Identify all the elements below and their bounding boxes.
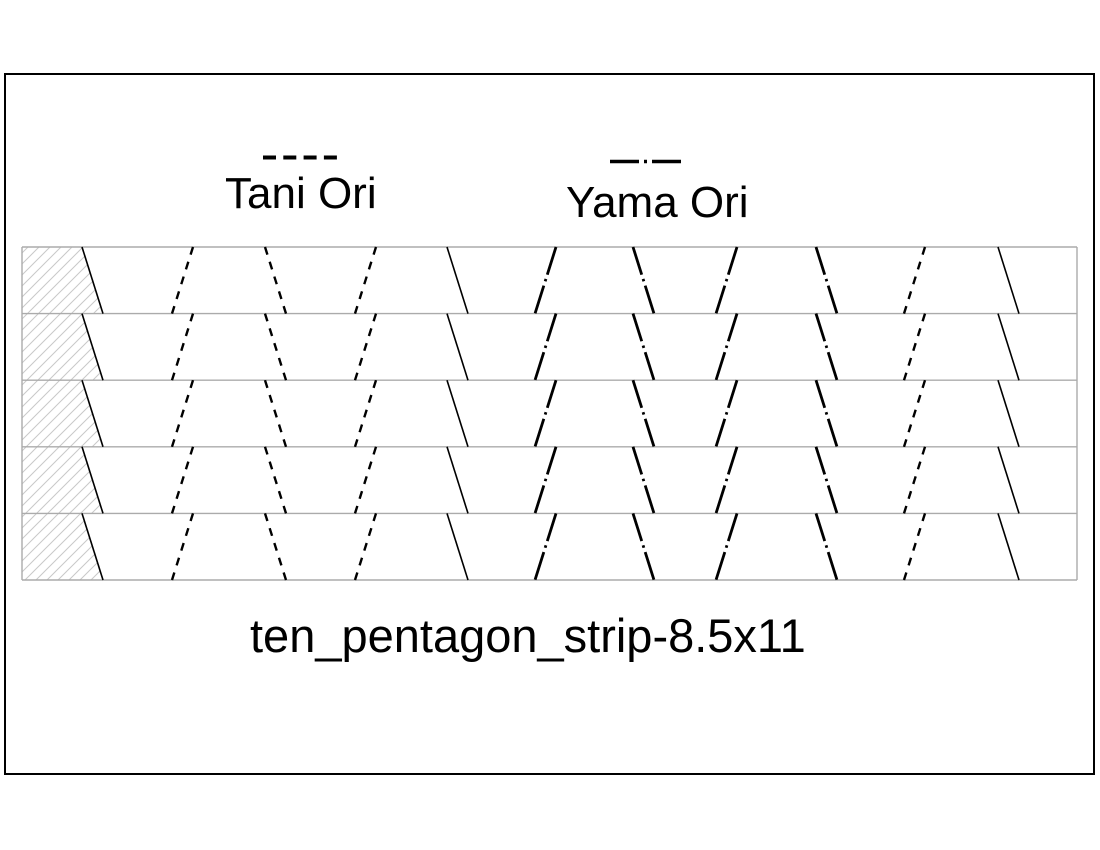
valley-crease-line [902,513,927,581]
valley-crease-line [263,513,288,581]
mountain-crease-line [814,512,839,581]
valley-crease-line [353,313,378,381]
solid-crease-line [997,313,1020,381]
solid-crease-line [997,246,1020,314]
solid-crease-line [81,446,104,514]
paper-end-hatch-regions [22,247,103,580]
valley-crease-line [170,446,195,514]
solid-crease-line [81,513,104,581]
solid-crease-line [81,379,104,448]
valley-crease-line [170,313,195,381]
valley-crease-line [902,246,927,314]
solid-crease-line [446,313,469,381]
solid-crease-line [81,246,104,314]
mountain-crease-line [814,246,839,315]
drawing-title: ten_pentagon_strip-8.5x11 [250,609,806,662]
valley-crease-line [353,513,378,581]
mountain-crease-line [814,313,839,381]
mountain-crease-line [533,246,558,315]
mountain-crease-line [814,379,839,448]
valley-crease-line [170,379,195,448]
mountain-crease-line [714,246,739,315]
solid-crease-line [446,513,469,581]
fold-crease-lines [81,246,1020,581]
mountain-crease-line [631,512,656,581]
valley-crease-line [263,446,288,514]
valley-crease-line [902,446,927,514]
mountain-crease-line [533,313,558,381]
solid-crease-line [997,446,1020,514]
mountain-crease-line [714,512,739,581]
valley-crease-line [353,379,378,448]
mountain-crease-line [714,313,739,381]
mountain-crease-line [533,379,558,448]
mountain-crease-line [714,379,739,448]
paper-end-hatch [22,313,103,381]
mountain-crease-line [533,512,558,581]
valley-crease-line [263,313,288,381]
solid-crease-line [446,246,469,314]
solid-crease-line [997,379,1020,448]
mountain-crease-line [631,446,656,514]
valley-crease-line [353,246,378,314]
solid-crease-line [446,446,469,514]
mountain-crease-line [533,446,558,514]
paper-end-hatch [22,513,103,580]
valley-crease-line [170,246,195,314]
strip-row-grid [21,246,1078,581]
solid-crease-line [997,513,1020,581]
paper-end-hatch [22,247,103,314]
valley-crease-line [902,313,927,381]
valley-crease-line [353,446,378,514]
valley-crease-line [263,379,288,448]
mountain-crease-line [631,313,656,381]
legend-valley-label: Tani Ori [225,169,377,218]
paper-end-hatch [22,446,103,514]
mountain-crease-line [814,446,839,514]
paper-end-hatch [22,380,103,447]
drawing-border [4,73,1095,775]
mountain-crease-line [631,246,656,315]
mountain-crease-line [631,379,656,448]
solid-crease-line [446,379,469,448]
valley-crease-line [263,246,288,314]
valley-crease-line [170,513,195,581]
mountain-crease-line [714,446,739,514]
solid-crease-line [81,313,104,381]
valley-crease-line [902,379,927,448]
legend-mountain-label: Yama Ori [566,178,749,227]
